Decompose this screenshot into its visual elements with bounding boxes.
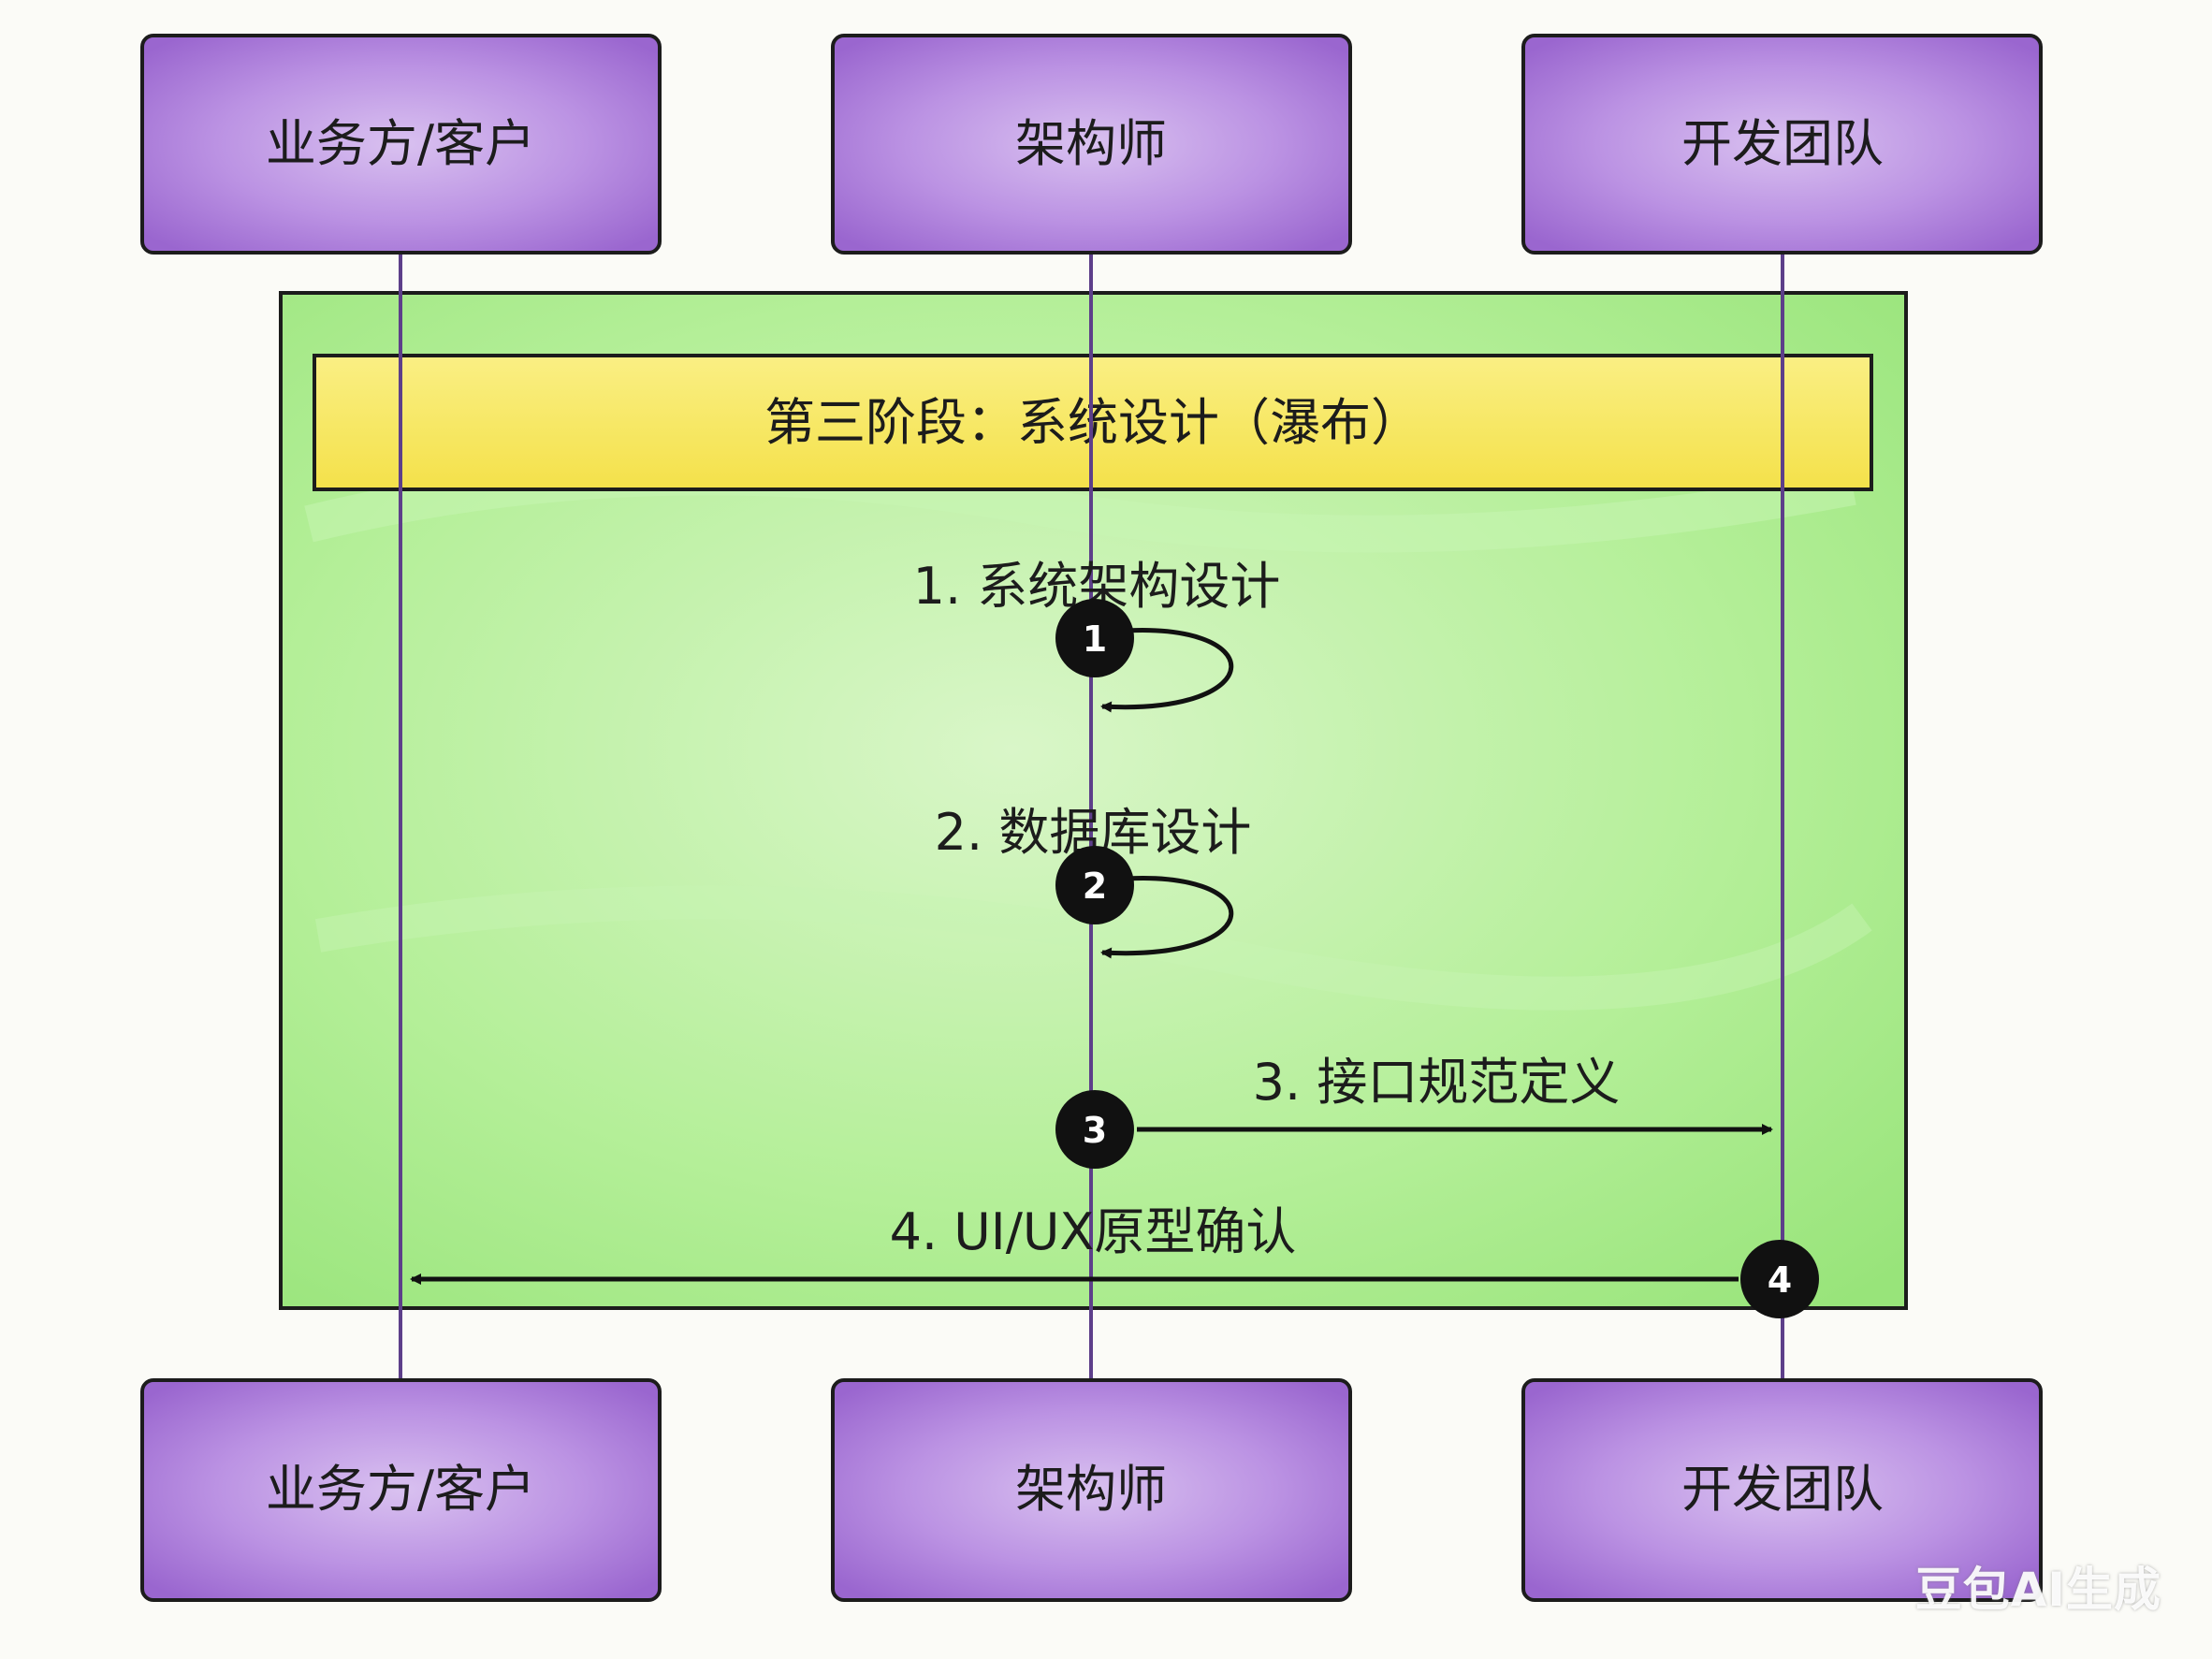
message-4: 4. UI/UX原型确认 4	[410, 1202, 1819, 1318]
actor-architect-top: 架构师	[831, 34, 1352, 255]
step-badge-label: 4	[1768, 1259, 1792, 1301]
actor-architect-bottom: 架构师	[831, 1378, 1352, 1602]
actor-dev-team-bottom: 开发团队	[1521, 1378, 2043, 1602]
actor-business-bottom: 业务方/客户	[140, 1378, 662, 1602]
step-badge-label: 3	[1083, 1110, 1107, 1151]
actor-dev-team-top: 开发团队	[1521, 34, 2043, 255]
step-badge	[1055, 1090, 1134, 1169]
actor-label: 开发团队	[1681, 1460, 1884, 1519]
actor-label: 业务方/客户	[266, 1460, 535, 1519]
self-loop-arrow	[1100, 876, 1234, 959]
watermark-logo: 豆包AI生成	[1914, 1563, 2161, 1617]
message-label: 4. UI/UX原型确认	[890, 1202, 1297, 1261]
message-label: 3. 接口规范定义	[1253, 1053, 1621, 1112]
step-badge	[1740, 1240, 1819, 1318]
message-1: 1. 系统架构设计 1	[913, 557, 1280, 713]
actor-label: 架构师	[1015, 1460, 1167, 1519]
actor-label: 开发团队	[1681, 114, 1884, 173]
actor-label: 架构师	[1015, 114, 1167, 173]
self-loop-arrow	[1100, 628, 1234, 713]
step-badge	[1055, 599, 1134, 677]
step-badge-label: 1	[1083, 618, 1107, 660]
step-badge	[1055, 846, 1134, 924]
actor-business-top: 业务方/客户	[140, 34, 662, 255]
message-2: 2. 数据库设计 2	[935, 803, 1251, 959]
actor-label: 业务方/客户	[266, 114, 535, 173]
step-badge-label: 2	[1083, 866, 1107, 907]
message-3: 3. 接口规范定义 3	[1055, 1053, 1773, 1169]
lifelines	[399, 253, 1784, 1380]
